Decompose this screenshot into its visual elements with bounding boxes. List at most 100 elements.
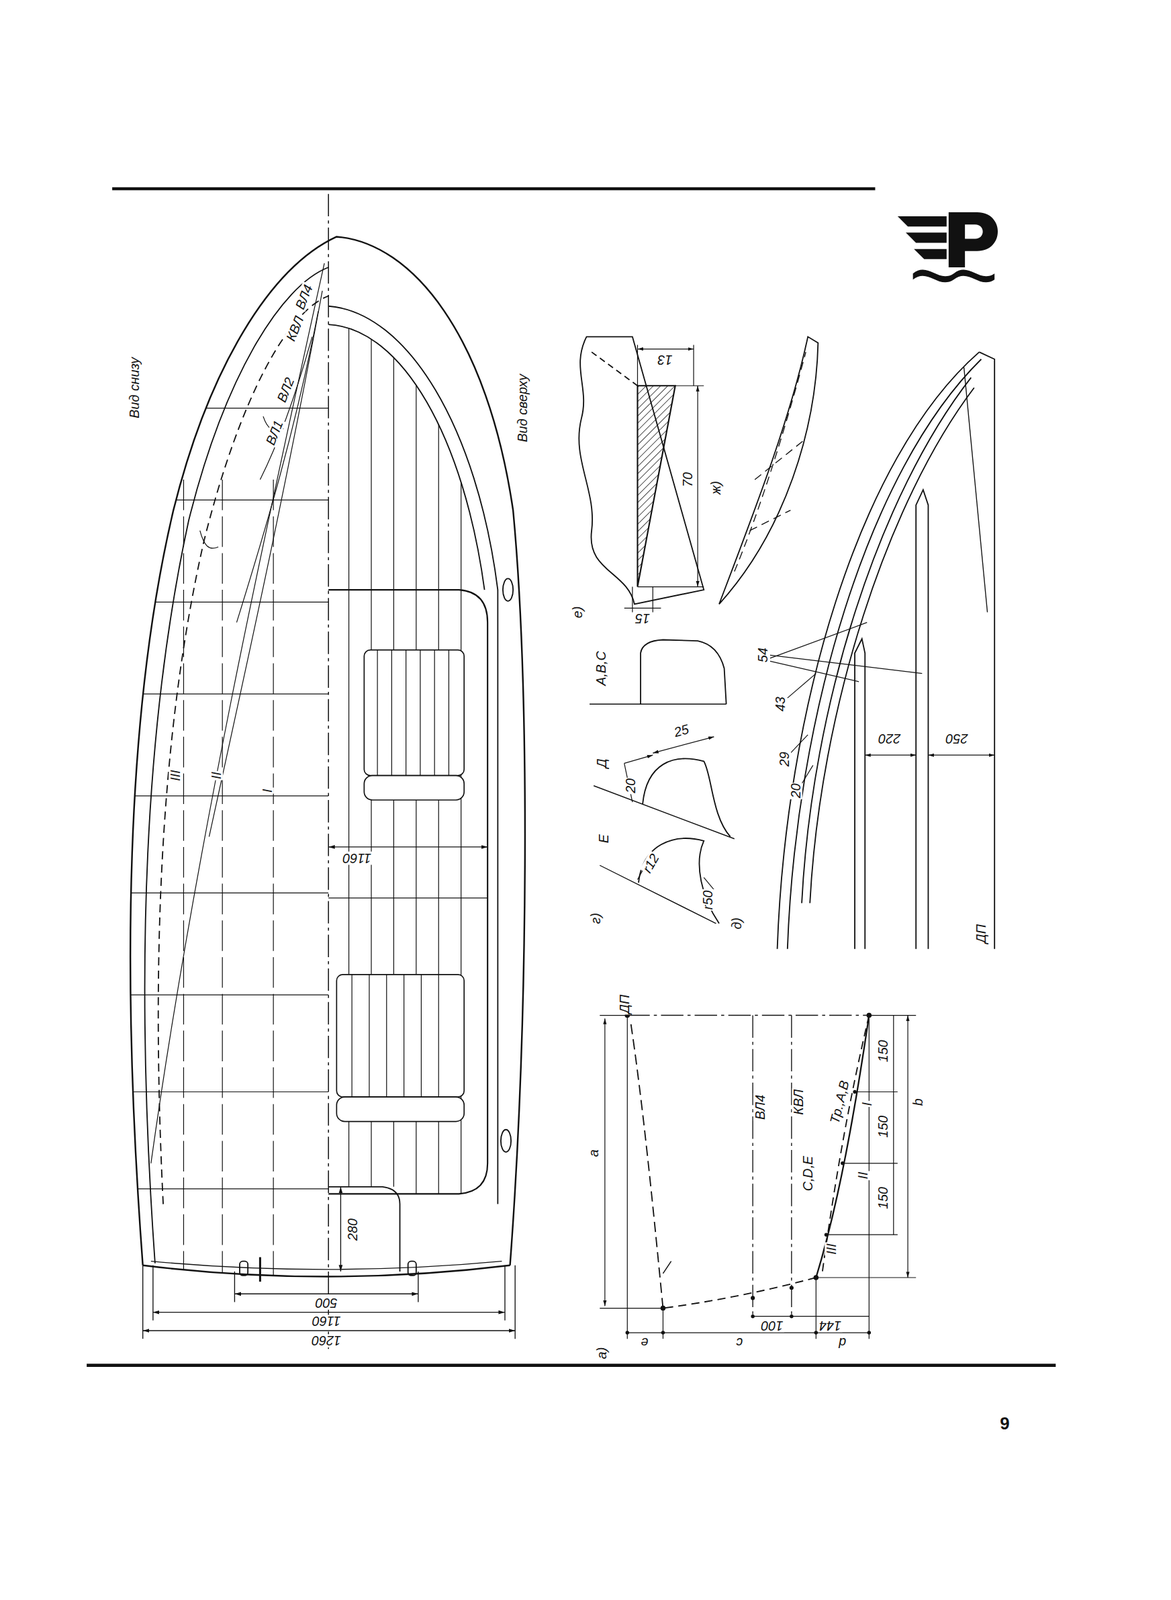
- detail-a-body-section-part: [662, 1260, 671, 1274]
- detail-a-body-section-part: [790, 1015, 792, 1317]
- detail-g-profiles-part: [589, 703, 727, 705]
- hull-dimensions-part: [142, 1265, 144, 1339]
- dimension: с: [735, 1335, 744, 1349]
- detail-a-body-section-part-part: [661, 1330, 665, 1334]
- detail-letter: г): [588, 911, 603, 925]
- callout-number: 54: [756, 646, 770, 664]
- hull-plan-part-part: [460, 306, 462, 592]
- hull-plan-part: [502, 578, 513, 601]
- hull-plan-part-part: [420, 974, 422, 1097]
- waterline-label: ВЛ4: [753, 1093, 767, 1120]
- detail-zh-part: [719, 336, 818, 604]
- dimension: r12: [639, 850, 663, 876]
- detail-d-stem-part: [978, 351, 995, 949]
- waterline-label: КВЛ: [283, 312, 307, 344]
- hull-dimensions-part: [417, 1271, 419, 1302]
- detail-a-body-section-part: [826, 1234, 898, 1235]
- detail-d-stem-part: [927, 754, 995, 756]
- hull-dimensions-part: [514, 1265, 515, 1339]
- hull-plan-part-part: [363, 775, 464, 800]
- detail-a-body-section-part: [599, 1307, 663, 1308]
- page-rules: [86, 188, 1056, 1366]
- detail-g-profiles-part: [642, 758, 731, 836]
- hull-plan-part: [328, 589, 488, 1194]
- hull-plan: [102, 194, 526, 1349]
- dimension: 220: [877, 731, 902, 746]
- detail-g-profiles-part: [638, 837, 720, 924]
- detail-a-body-section-part: [815, 1277, 817, 1339]
- detail-a-body-section-part: [752, 1315, 869, 1317]
- waterline-label: ВЛ2: [274, 374, 297, 405]
- detail-d-stem-part: [864, 754, 916, 756]
- centerplane-label: ДП: [974, 922, 989, 944]
- dimension: 144: [818, 1318, 843, 1333]
- dimension: 500: [314, 1295, 339, 1310]
- detail-d-stem-part: [854, 638, 865, 949]
- hull-plan-part: [328, 306, 498, 590]
- hull-plan-part: [151, 1260, 503, 1270]
- hull-plan-part-part-part: [200, 530, 219, 548]
- hull-plan-part-part: [391, 649, 393, 776]
- detail-letter: а): [594, 1345, 609, 1360]
- hull-plan-part: [259, 1256, 262, 1282]
- hull-plan-part-part: [368, 974, 370, 1097]
- dimension: 280: [346, 1217, 360, 1242]
- hull-plan-part-part-part: [208, 290, 323, 837]
- detail-a-body-section-part: [842, 1162, 898, 1163]
- hull-plan-part-part: [376, 649, 378, 776]
- dimension: 20: [623, 776, 638, 794]
- hull-dimensions: [143, 846, 515, 1339]
- dimension: 150: [876, 1185, 891, 1210]
- dimension: 1260: [310, 1333, 343, 1347]
- detail-a-body-section-part: [627, 1014, 869, 1016]
- waterline-label: КВЛ: [792, 1087, 806, 1116]
- hull-plan-part-part-part: [102, 601, 329, 603]
- detail-d-stem-part: [777, 351, 980, 949]
- detail-a-body-section-part: [868, 1014, 916, 1016]
- waterline-label: ВЛ1: [263, 417, 286, 448]
- hull-plan-part: [239, 1260, 248, 1276]
- detail-a-body-section-part: [815, 1015, 869, 1278]
- detail-e-section: [578, 336, 704, 612]
- detail-a-body-section-part-part: [789, 1314, 793, 1318]
- hull-plan-part: [349, 306, 462, 592]
- dimension: е: [639, 1335, 650, 1349]
- detail-e-section-part: [697, 385, 699, 587]
- buttock-label: III: [168, 768, 182, 783]
- hull-plan-part: [130, 236, 526, 1265]
- hull-plan-part-part: [434, 649, 436, 776]
- detail-d-stem-part: [964, 367, 988, 613]
- dimension: d: [837, 1335, 848, 1349]
- hull-plan-part-part-part: [151, 263, 325, 1163]
- hull-plan-part-part: [393, 306, 395, 592]
- detail-a-body-section-part-part: [824, 1232, 828, 1236]
- dimension: r50: [700, 888, 715, 911]
- detail-g-profiles-part: [703, 876, 714, 889]
- detail-a-body-section-part: [604, 1017, 605, 1306]
- buttock-label: II: [856, 1170, 870, 1180]
- detail-e-section-part: [578, 336, 704, 604]
- hull-plan-part-part: [370, 306, 372, 592]
- detail-a-body-section-part-part: [789, 1285, 794, 1290]
- detail-a-body-section-part-part: [660, 1305, 667, 1311]
- detail-a-body-section-part: [630, 1019, 664, 1308]
- dimension: 1160: [341, 851, 373, 865]
- line-label: С,D,Е: [801, 1154, 815, 1192]
- view-title: Вид сверху: [515, 372, 530, 443]
- hull-dimensions-part: [234, 1293, 418, 1294]
- dimension: 100: [760, 1318, 785, 1333]
- detail-letter: д): [729, 916, 744, 931]
- hull-plan-part: [144, 267, 329, 1263]
- detail-letter: е): [570, 604, 585, 620]
- buttock-label: I: [260, 787, 274, 794]
- dimension: 13: [656, 353, 674, 367]
- hull-plan-part-part: [102, 263, 329, 1276]
- dimension: 150: [876, 1113, 891, 1139]
- page-rules-part: [112, 187, 875, 191]
- detail-a-body-section-part: [599, 1014, 628, 1016]
- hull-plan-part: [328, 1186, 400, 1272]
- buttock-label: I: [860, 1100, 874, 1107]
- hull-plan-part-part-part: [222, 479, 223, 1276]
